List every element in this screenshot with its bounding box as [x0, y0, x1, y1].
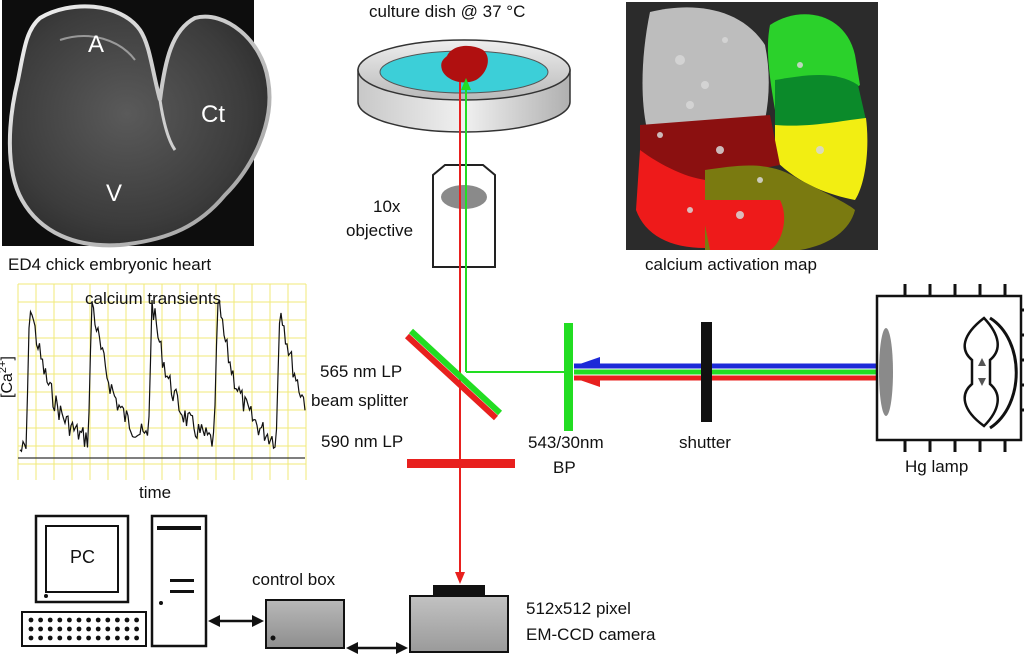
keyboard-key — [47, 617, 53, 623]
camera-label-line1: 512x512 pixel — [526, 599, 631, 618]
pc-label: PC — [70, 547, 95, 567]
keyboard-key — [86, 635, 91, 641]
keyboard-key — [95, 617, 101, 623]
hg-lamp-label: Hg lamp — [905, 457, 968, 476]
heart-region-ventricle: V — [106, 180, 122, 207]
keyboard-key — [124, 635, 130, 641]
culture-dish-label: culture dish @ 37 °C — [369, 2, 525, 21]
keyboard-key — [134, 617, 140, 623]
control-box — [265, 599, 345, 649]
keyboard-key — [105, 617, 111, 623]
shutter — [701, 322, 712, 422]
em-ccd-camera — [409, 585, 509, 653]
emission-arrowhead — [455, 572, 465, 584]
keyboard-key — [38, 626, 43, 632]
beam-splitter-label-line2: beam splitter — [311, 391, 409, 410]
hg-lamp-housing — [875, 284, 1024, 452]
transients-plot-xlabel: time — [139, 483, 171, 502]
heart-fluorescence-image: A Ct V — [2, 0, 272, 248]
emission-filter — [407, 459, 515, 468]
excitation-filter-label-line1: 543/30nm — [528, 433, 604, 452]
excitation-arrowhead — [461, 78, 471, 90]
excitation-filter — [564, 323, 600, 431]
control-box-label: control box — [252, 570, 336, 589]
keyboard-key — [47, 635, 53, 641]
heart-image-caption: ED4 chick embryonic heart — [8, 255, 211, 274]
camera-label-line2: EM-CCD camera — [526, 625, 656, 644]
keyboard-key — [28, 617, 34, 623]
objective-label-line1: 10x — [373, 197, 401, 216]
culture-dish — [357, 39, 571, 133]
keyboard-key — [38, 617, 43, 623]
beam-splitter — [404, 328, 503, 421]
pc-computer — [21, 514, 208, 648]
keyboard-key — [76, 635, 82, 641]
keyboard-key — [115, 635, 120, 641]
keyboard-key — [124, 617, 130, 623]
keyboard-key — [86, 626, 91, 632]
keyboard-key — [57, 626, 63, 632]
control-camera-cable — [346, 642, 408, 654]
hg-bulb-icon — [963, 316, 999, 428]
pc-tower — [150, 514, 208, 648]
keyboard-key — [57, 635, 63, 641]
shutter-label: shutter — [679, 433, 731, 452]
keyboard-key — [134, 626, 140, 632]
beam-splitter-label-line1: 565 nm LP — [320, 362, 402, 381]
activation-map-image — [626, 2, 878, 250]
keyboard-key — [38, 635, 43, 641]
heart-region-conotruncus: Ct — [201, 101, 225, 128]
calcium-transients-plot — [17, 283, 307, 480]
transients-plot-ylabel: [Ca2+] — [0, 356, 16, 398]
excitation-filter-label-line2: BP — [553, 458, 576, 477]
objective-label-line2: objective — [346, 221, 413, 240]
keyboard-key — [95, 626, 101, 632]
keyboard-key — [76, 626, 82, 632]
keyboard-key — [28, 626, 34, 632]
keyboard-key — [95, 635, 101, 641]
keyboard-key — [67, 626, 72, 632]
heart-region-atrium: A — [88, 31, 104, 58]
keyboard-key — [28, 635, 34, 641]
keyboard-key — [67, 617, 72, 623]
keyboard-key — [86, 617, 91, 623]
keyboard-key — [67, 635, 72, 641]
keyboard-key — [124, 626, 130, 632]
keyboard-key — [105, 626, 111, 632]
keyboard-key — [76, 617, 82, 623]
plot-grid — [17, 283, 307, 480]
keyboard-key — [47, 626, 53, 632]
keyboard-key — [105, 635, 111, 641]
keyboard-key — [57, 617, 63, 623]
keyboard-key — [115, 626, 120, 632]
calcium-trace — [19, 299, 306, 453]
keyboard-key — [134, 635, 140, 641]
transients-plot-title: calcium transients — [85, 289, 221, 308]
activation-map-caption: calcium activation map — [645, 255, 817, 274]
objective-lens — [432, 164, 496, 268]
emission-filter-label: 590 nm LP — [321, 432, 403, 451]
keyboard-key — [115, 617, 120, 623]
pc-control-cable — [208, 615, 264, 627]
heart-tissue-sample — [441, 45, 488, 83]
